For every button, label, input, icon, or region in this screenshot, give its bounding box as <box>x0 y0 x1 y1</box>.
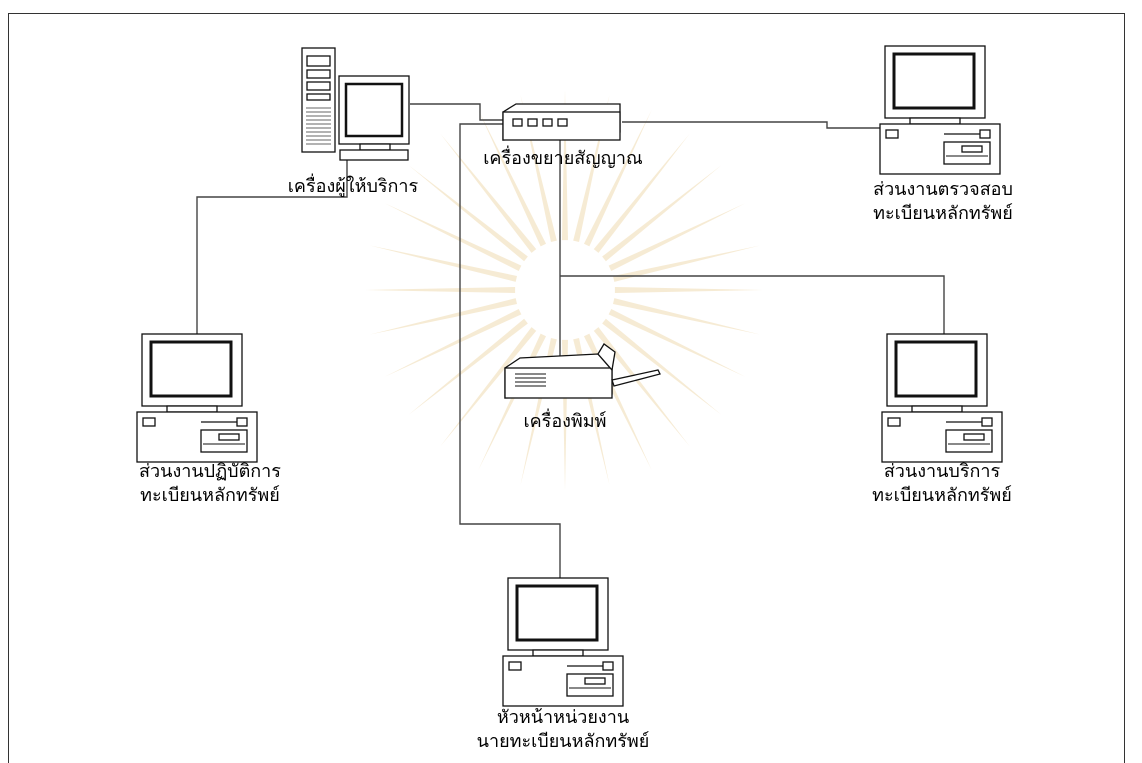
link-hub-audit <box>622 121 880 129</box>
link-operation-server <box>196 160 348 334</box>
service-label: ส่วนงานบริการ ทะเบียนหลักทรัพย์ <box>872 461 1012 506</box>
diagram-frame <box>8 13 1125 763</box>
desktop-computer-icon <box>879 45 1001 175</box>
printer-icon <box>504 343 661 399</box>
repeater-label: เครื่องขยายสัญญาณ <box>483 148 643 169</box>
network-hub-icon <box>502 103 621 141</box>
operation-label: ส่วนงานปฏิบัติการ ทะเบียนหลักทรัพย์ <box>139 461 281 506</box>
desktop-computer-icon <box>136 333 258 463</box>
link-head-hub <box>459 123 561 580</box>
desktop-computer-icon <box>502 577 624 707</box>
server-label: เครื่องผู้ให้บริการ <box>287 176 419 197</box>
link-service <box>560 275 945 334</box>
server-workstation-icon <box>301 47 410 161</box>
watermark-emblem <box>365 90 765 490</box>
head-label: หัวหน้าหน่วยงาน นายทะเบียนหลักทรัพย์ <box>476 707 650 752</box>
link-server-hub <box>410 103 503 121</box>
printer-label: เครื่องพิมพ์ <box>523 411 607 432</box>
desktop-computer-icon <box>881 333 1003 463</box>
connection-lines <box>196 103 945 580</box>
audit-label: ส่วนงานตรวจสอบ ทะเบียนหลักทรัพย์ <box>873 179 1013 224</box>
